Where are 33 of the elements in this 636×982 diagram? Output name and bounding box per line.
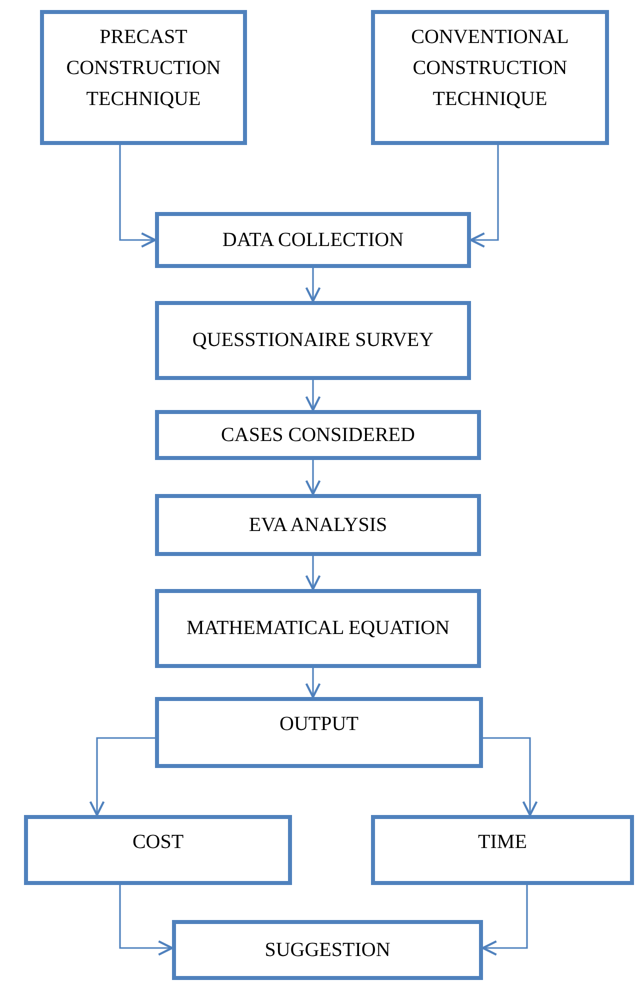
box-label: QUESSTIONAIRE SURVEY bbox=[192, 328, 434, 353]
process-box bbox=[40, 10, 247, 145]
process-box bbox=[155, 697, 483, 768]
process-box bbox=[371, 815, 634, 885]
box-label: SUGGESTION bbox=[264, 938, 390, 962]
arrow bbox=[89, 737, 155, 816]
arrow bbox=[483, 737, 538, 816]
process-box bbox=[155, 589, 481, 668]
process-box bbox=[155, 410, 481, 460]
arrow bbox=[305, 668, 321, 698]
arrow bbox=[305, 556, 321, 590]
box-label: CASES CONSIDERED bbox=[221, 422, 415, 448]
box-label: OUTPUT bbox=[280, 712, 358, 737]
box-label: COST bbox=[132, 830, 184, 855]
box-label: TIME bbox=[478, 830, 527, 855]
process-box bbox=[172, 920, 483, 980]
process-box bbox=[155, 301, 471, 380]
process-box bbox=[24, 815, 292, 885]
arrow bbox=[119, 145, 156, 248]
arrow bbox=[119, 885, 174, 956]
arrow bbox=[305, 380, 321, 412]
arrow bbox=[305, 268, 321, 302]
box-label: DATA COLLECTION bbox=[222, 228, 404, 252]
arrow bbox=[470, 145, 499, 248]
process-box bbox=[155, 212, 471, 268]
arrow bbox=[482, 885, 528, 956]
box-label: EVA ANALYSIS bbox=[248, 512, 388, 538]
box-label: PRECAST CONSTRUCTION TECHNIQUE bbox=[65, 25, 222, 112]
process-box bbox=[155, 494, 481, 556]
box-label: CONVENTIONAL CONSTRUCTION TECHNIQUE bbox=[410, 25, 570, 112]
arrow bbox=[305, 460, 321, 496]
process-box bbox=[371, 10, 609, 145]
box-label: MATHEMATICAL EQUATION bbox=[186, 616, 450, 641]
